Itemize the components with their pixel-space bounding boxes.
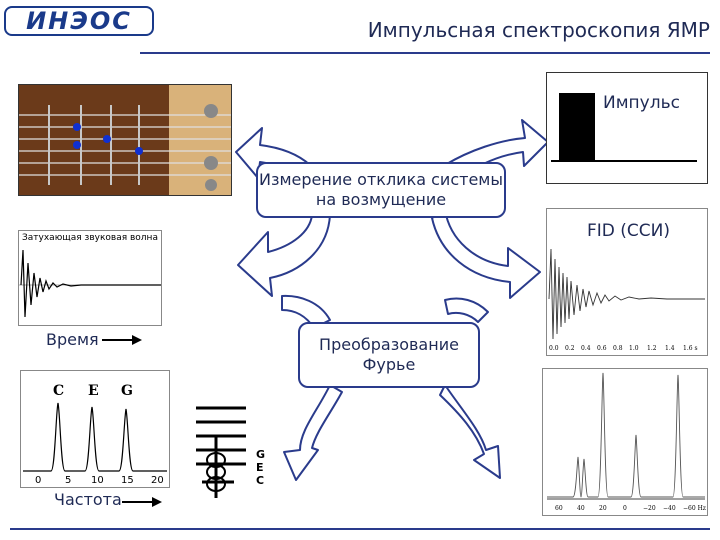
staff-note-labels: G E C (256, 448, 265, 487)
nmr-tick: 20 (599, 505, 607, 512)
title-underline (140, 52, 710, 54)
arrow-mid-right (431, 209, 541, 299)
frequency-axis-label: Частота (54, 490, 122, 509)
guitar-spectrum-panel: C E G 0 5 10 15 20 (20, 370, 170, 488)
fid-tick: 0.2 (565, 345, 575, 352)
note-e: E (256, 461, 264, 474)
note-g: G (256, 448, 266, 461)
fid-tick: 1.4 (665, 345, 675, 352)
nmr-spectrum-plot (547, 372, 705, 500)
nmr-tick: −20 (643, 505, 656, 512)
fourier-box-label: Преобразование Фурье (319, 335, 459, 374)
musical-staff (196, 406, 246, 498)
arrow-bottom-right (439, 384, 501, 479)
nmr-tick: 60 (555, 505, 563, 512)
fid-tick: 1.2 (647, 345, 657, 352)
fid-tick: 0.4 (581, 345, 591, 352)
logo-text: ИНЭОС (26, 7, 132, 35)
fid-tick: 0.6 (597, 345, 607, 352)
guitar-spectrum-plot (23, 402, 167, 472)
measure-box-label: Измерение отклика системы на возмущение (259, 170, 503, 209)
tick-0: 0 (35, 475, 42, 486)
fid-label: FID (ССИ) (587, 221, 671, 241)
nmr-tick: 0 (623, 505, 627, 512)
fid-tick: 0.8 (613, 345, 623, 352)
footer-line (10, 528, 710, 530)
guitar-photo (18, 84, 232, 196)
guitar-spectrum-ticks: 0 5 10 15 20 (21, 475, 169, 487)
logo: ИНЭОС (4, 6, 154, 36)
pulse-label: Импульс (603, 93, 680, 113)
measure-box: Измерение отклика системы на возмущение (256, 162, 506, 218)
nmr-spectrum-panel: 60 40 20 0 −20 −40 −60 Hz (542, 368, 708, 516)
arrow-lower-top-left (281, 294, 331, 329)
page-title: Импульсная спектроскопия ЯМР (367, 18, 710, 42)
nmr-tick: −60 Hz (683, 505, 706, 512)
arrow-mid-left (237, 214, 331, 297)
sound-wave-title: Затухающая звуковая волна (22, 233, 158, 243)
tick-20: 20 (151, 475, 164, 486)
fid-tick: 0.0 (549, 345, 559, 352)
sound-wave-panel: Затухающая звуковая волна (18, 230, 162, 326)
tick-5: 5 (65, 475, 72, 486)
frequency-arrow-icon (122, 497, 162, 507)
fid-tick: 1.6 s (683, 345, 698, 352)
nmr-tick: −40 (663, 505, 676, 512)
peak-label-e: E (88, 383, 99, 399)
arrow-lower-top-right (444, 297, 489, 323)
time-axis-label: Время (46, 330, 99, 349)
fid-plot (548, 248, 705, 340)
fid-panel: FID (ССИ) 0.0 0.2 0.4 0.6 0.8 1.0 1.2 1.… (546, 208, 708, 356)
guitar-neck-image (19, 85, 231, 195)
tick-10: 10 (91, 475, 104, 486)
peak-label-g: G (121, 383, 133, 399)
tick-15: 15 (121, 475, 134, 486)
note-c: C (256, 474, 265, 487)
time-arrow-icon (102, 335, 142, 345)
pulse-panel: Импульс (546, 72, 708, 184)
sound-wave-plot (19, 249, 161, 318)
peak-label-c: C (53, 383, 65, 399)
arrow-bottom-left (283, 384, 343, 481)
pulse-plot (551, 93, 697, 162)
nmr-tick: 40 (577, 505, 585, 512)
fid-tick: 1.0 (629, 345, 639, 352)
fourier-box: Преобразование Фурье (298, 322, 480, 388)
